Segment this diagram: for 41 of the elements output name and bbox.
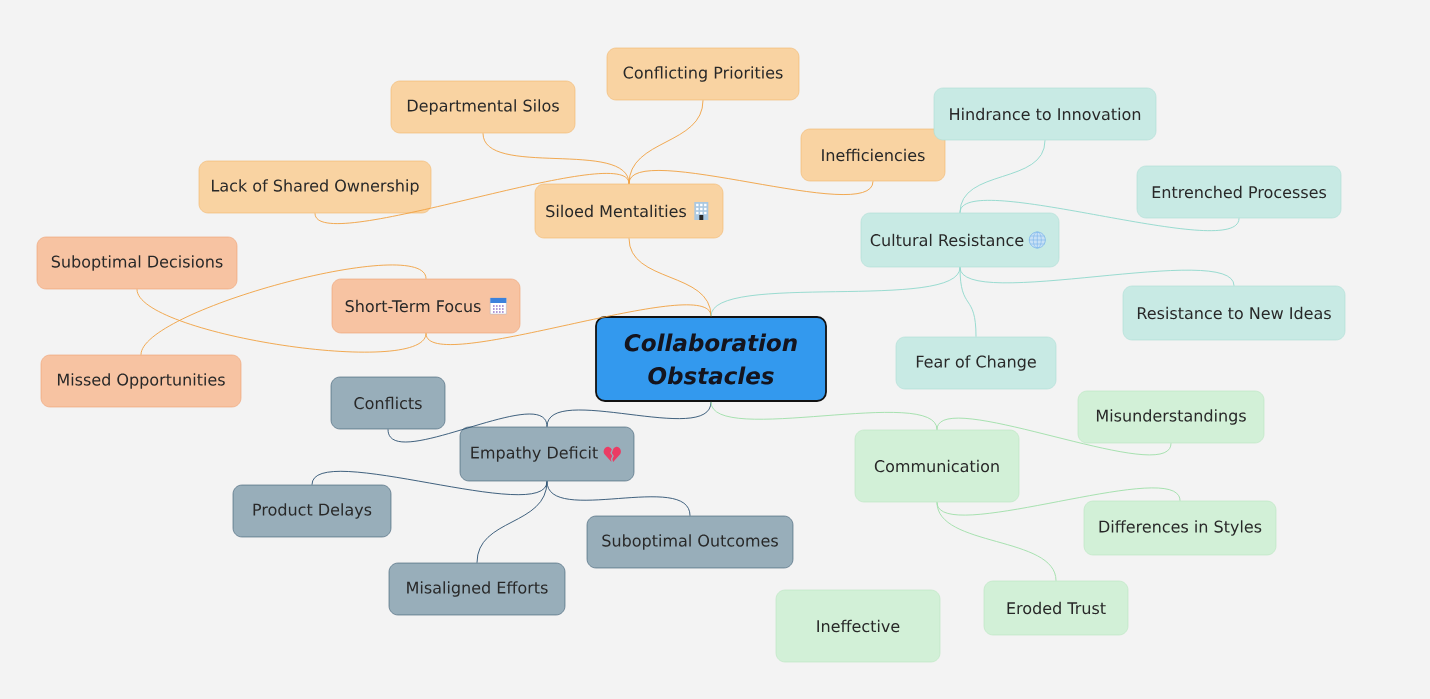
topic-box: Misaligned Efforts — [388, 562, 566, 616]
connector — [136, 288, 427, 353]
connector — [628, 170, 874, 195]
topic-box: Cultural Resistance — [860, 212, 1060, 268]
topic-box: Differences in Styles — [1083, 500, 1277, 556]
topic-box: Misunderstandings — [1077, 390, 1265, 444]
topic-box: Siloed Mentalities — [534, 183, 724, 239]
connector — [959, 200, 1240, 231]
connector — [936, 487, 1181, 516]
connector — [710, 401, 938, 431]
connector — [936, 501, 1057, 582]
topic-box: Departmental Silos — [390, 80, 576, 134]
topic-box: Resistance to New Ideas — [1122, 285, 1346, 341]
topic-box: Empathy Deficit — [459, 426, 635, 482]
topic-box: Short-Term Focus — [331, 278, 521, 334]
topic-box: Conflicting Priorities — [606, 47, 800, 101]
topic-box: Missed Opportunities — [40, 354, 242, 408]
topic-box: Hindrance to Innovation — [933, 87, 1157, 141]
connector — [314, 172, 630, 225]
topic-box: Entrenched Processes — [1136, 165, 1342, 219]
topic-box: Product Delays — [232, 484, 392, 538]
topic-box: Suboptimal Decisions — [36, 236, 238, 290]
topic-box: Communication — [854, 429, 1020, 503]
topic-box: Lack of Shared Ownership — [198, 160, 432, 214]
connector — [387, 413, 548, 443]
topic-box: Eroded Trust — [983, 580, 1129, 636]
connector — [476, 480, 548, 564]
topic-box: Suboptimal Outcomes — [586, 515, 794, 569]
central-topic-box: Collaboration Obstacles — [595, 316, 827, 402]
connector — [140, 264, 427, 356]
topic-box: Inefficiencies — [800, 128, 946, 182]
connector — [936, 417, 1172, 456]
topic-box: Conflicts — [330, 376, 446, 430]
connector — [546, 480, 691, 517]
connector — [546, 401, 712, 428]
connector — [959, 139, 1046, 214]
topic-box: Ineffective — [775, 589, 941, 663]
topic-box: Fear of Change — [895, 336, 1057, 390]
connector — [425, 304, 712, 345]
connector — [959, 266, 977, 338]
connector — [311, 471, 548, 495]
